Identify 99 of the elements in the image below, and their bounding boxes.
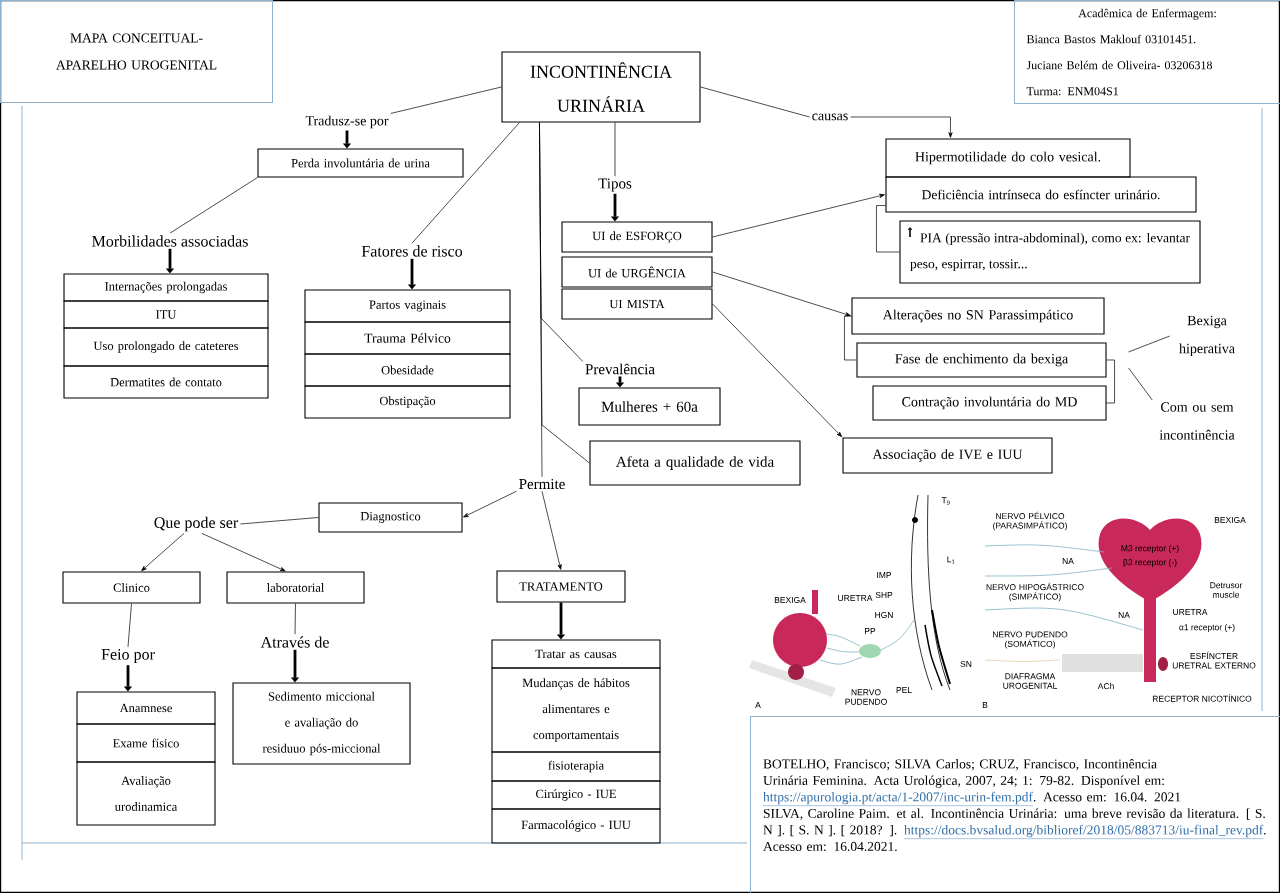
- title-box: MAPA CONCEITUAL- APARELHO UROGENITAL: [0, 0, 273, 103]
- connector-line: [700, 86, 810, 118]
- concept-box: Sedimento miccional e avaliação do residuuo pós-miccional: [232, 682, 411, 765]
- concept-box: Mulheres + 60a: [578, 387, 721, 426]
- connector-line: [1128, 367, 1153, 401]
- linking-phrase: Fatores de risco: [361, 245, 463, 257]
- concept-box: Obesidade: [304, 353, 511, 387]
- linking-phrase: Com ou sem incontinência: [1159, 402, 1235, 440]
- arrow: [463, 490, 517, 518]
- arrow: [712, 303, 843, 438]
- figure-label: RECEPTOR NICOTÍNICO: [1152, 694, 1252, 702]
- arrow: [712, 193, 885, 238]
- linking-phrase: Morbilidades associadas: [92, 235, 248, 247]
- arrow: [850, 116, 953, 138]
- figure-label: NA: [1118, 612, 1130, 618]
- figure-label: BEXIGA: [1214, 517, 1246, 523]
- figure-label: L$_{1}$: [947, 556, 955, 564]
- arrow: [712, 271, 851, 317]
- concept-box: Dermatites de contato: [63, 365, 269, 399]
- connector-line: [294, 603, 296, 635]
- concept-box: ITU: [63, 300, 269, 329]
- concept-box: Tratar as causas: [491, 639, 661, 669]
- concept-box: Deficiência intrínseca do esfíncter urinário.: [885, 176, 1197, 213]
- connector-line: [240, 517, 319, 525]
- concept-box: Farmacológico - IUU: [491, 808, 661, 844]
- connector-line: [411, 122, 520, 244]
- figure-label: A: [755, 702, 761, 708]
- connector-line: [390, 86, 502, 114]
- figure-label: PEL: [896, 687, 912, 693]
- figure-label: URETRA: [1173, 609, 1208, 615]
- figure-label: B: [982, 702, 988, 708]
- concept-box: Obstipação: [304, 385, 511, 419]
- figure-label: NERVO PUDENDO: [845, 689, 887, 705]
- linking-phrase: Feio por: [101, 649, 155, 663]
- connector-line: [169, 177, 258, 234]
- connector-line: [539, 122, 543, 478]
- figure-label: PP: [865, 628, 876, 634]
- concept-box: Hipermotilidade do colo vesical.: [885, 138, 1131, 178]
- figure-label: NERVO PÉLVICO (PARASIMPÁTICO): [993, 511, 1067, 531]
- linking-phrase: Prevalência: [585, 363, 655, 375]
- figure-label: HGN: [875, 612, 893, 618]
- figure-label: DIAFRAGMA UROGENITAL: [1003, 673, 1058, 689]
- figure-label: BEXIGA: [774, 597, 806, 603]
- arrow: [141, 533, 185, 572]
- figure-label: ACh: [1097, 682, 1114, 690]
- arrow: [201, 533, 286, 572]
- concept-box: Associação de IVE e IUU: [842, 437, 1053, 474]
- linking-phrase: Permite: [519, 478, 565, 490]
- linking-phrase: Tradusz-se por: [305, 115, 389, 129]
- figure-label: SHP: [875, 592, 893, 598]
- linking-phrase: Que pode ser: [154, 516, 239, 532]
- figure-label: T$_{9}$: [941, 497, 950, 505]
- concept-box: Alterações no SN Parassimpático: [851, 297, 1105, 335]
- figure-label: NERVO PUDENDO (SOMÁTICO): [993, 631, 1068, 649]
- connector-line: [614, 122, 616, 177]
- figure-label: URETRA: [838, 595, 873, 601]
- concept-box: Cirúrgico - IUE: [491, 780, 661, 810]
- concept-box: Partos vaginais: [304, 289, 511, 323]
- concept-box: fisioterapia: [491, 751, 661, 782]
- figure-label: SN: [960, 661, 972, 667]
- concept-box: UI MISTA: [561, 288, 713, 320]
- figure-label: ESFÍNCTER URETRAL EXTERNO: [1172, 651, 1256, 669]
- reference-box: BOTELHO, Francisco; SILVA Carlos; CRUZ, Francisco, Incontinência Urinária Feminina. Acta Urológica, 2007, 24; 1: 79-82. Disponível em: https://apurologia.pt/acta/1-2007/inc-urin-fem.pdf. Acesso em: 16.04. 2021 SILVA, Caroline Paim. et al. Incontinência Urinária: uma breve revisão da literatura. [ S. N ]. [ S. N ]. [ 2018? ]. https://docs.bvsalud.org/biblioref/2018/05/883713/iu-final_rev.pdf. Acesso em: 16.04.2021.: [750, 716, 1280, 893]
- figure-label: α1 receptor (+): [1179, 624, 1235, 632]
- linking-phrase: causas: [812, 113, 848, 121]
- author-info-box: Acadêmica de Enfermagem: Bianca Bastos Maklouf 03101451. Juciane Belém de Oliveira- 03206318 Turma: ENM04S1: [1014, 0, 1280, 104]
- linking-phrase: Através de: [260, 636, 329, 648]
- concept-box: Fase de enchimento da bexiga: [856, 342, 1107, 378]
- concept-box: PIA (pressão intra-abdominal), como ex: levantar peso, espirrar, tossir...: [899, 220, 1201, 284]
- connector-line: [876, 205, 900, 253]
- concept-box: Afeta a qualidade de vida: [589, 440, 801, 486]
- concept-box: TRATAMENTO: [496, 570, 626, 603]
- concept-box: Contração involuntária do MD: [872, 385, 1107, 421]
- connector-line: [844, 315, 857, 361]
- concept-box: Diagnostico: [318, 502, 463, 533]
- arrow: [541, 490, 562, 570]
- concept-box: Internações prolongadas: [63, 273, 269, 302]
- concept-box: laboratorial: [226, 571, 365, 604]
- concept-box: UI de ESFORÇO: [561, 221, 713, 253]
- figure-label: M3 receptor (+): [1121, 545, 1179, 553]
- concept-box: Clinico: [62, 571, 201, 604]
- figure-label: Detrusor muscle: [1210, 582, 1243, 598]
- connector-line: [1106, 359, 1115, 404]
- concept-box: Uso prolongado de cateteres: [63, 327, 269, 367]
- concept-box: UI de URGÊNCIA: [561, 256, 713, 288]
- figure-label: IMP: [877, 572, 892, 578]
- concept-box: Exame físico: [76, 723, 216, 763]
- concept-box: Avaliação urodinamica: [76, 761, 216, 826]
- linking-phrase: Tipos: [598, 178, 632, 192]
- concept-box: Trauma Pélvico: [304, 321, 511, 355]
- concept-box: Anamnese: [76, 691, 216, 725]
- connector-line: [127, 603, 132, 648]
- figure-label: NA: [1062, 558, 1074, 564]
- linking-phrase: Bexiga hiperativa: [1179, 315, 1235, 357]
- concept-box: Perda involuntária de urina: [257, 148, 464, 178]
- figure-label: β3 receptor (-): [1123, 559, 1177, 567]
- main-concept-box: INCONTINÊNCIA URINÁRIA: [501, 51, 701, 123]
- connector-line: [1128, 335, 1171, 353]
- figure-label: NERVO HIPOGÁSTRICO (SIMPÁTICO): [986, 582, 1084, 602]
